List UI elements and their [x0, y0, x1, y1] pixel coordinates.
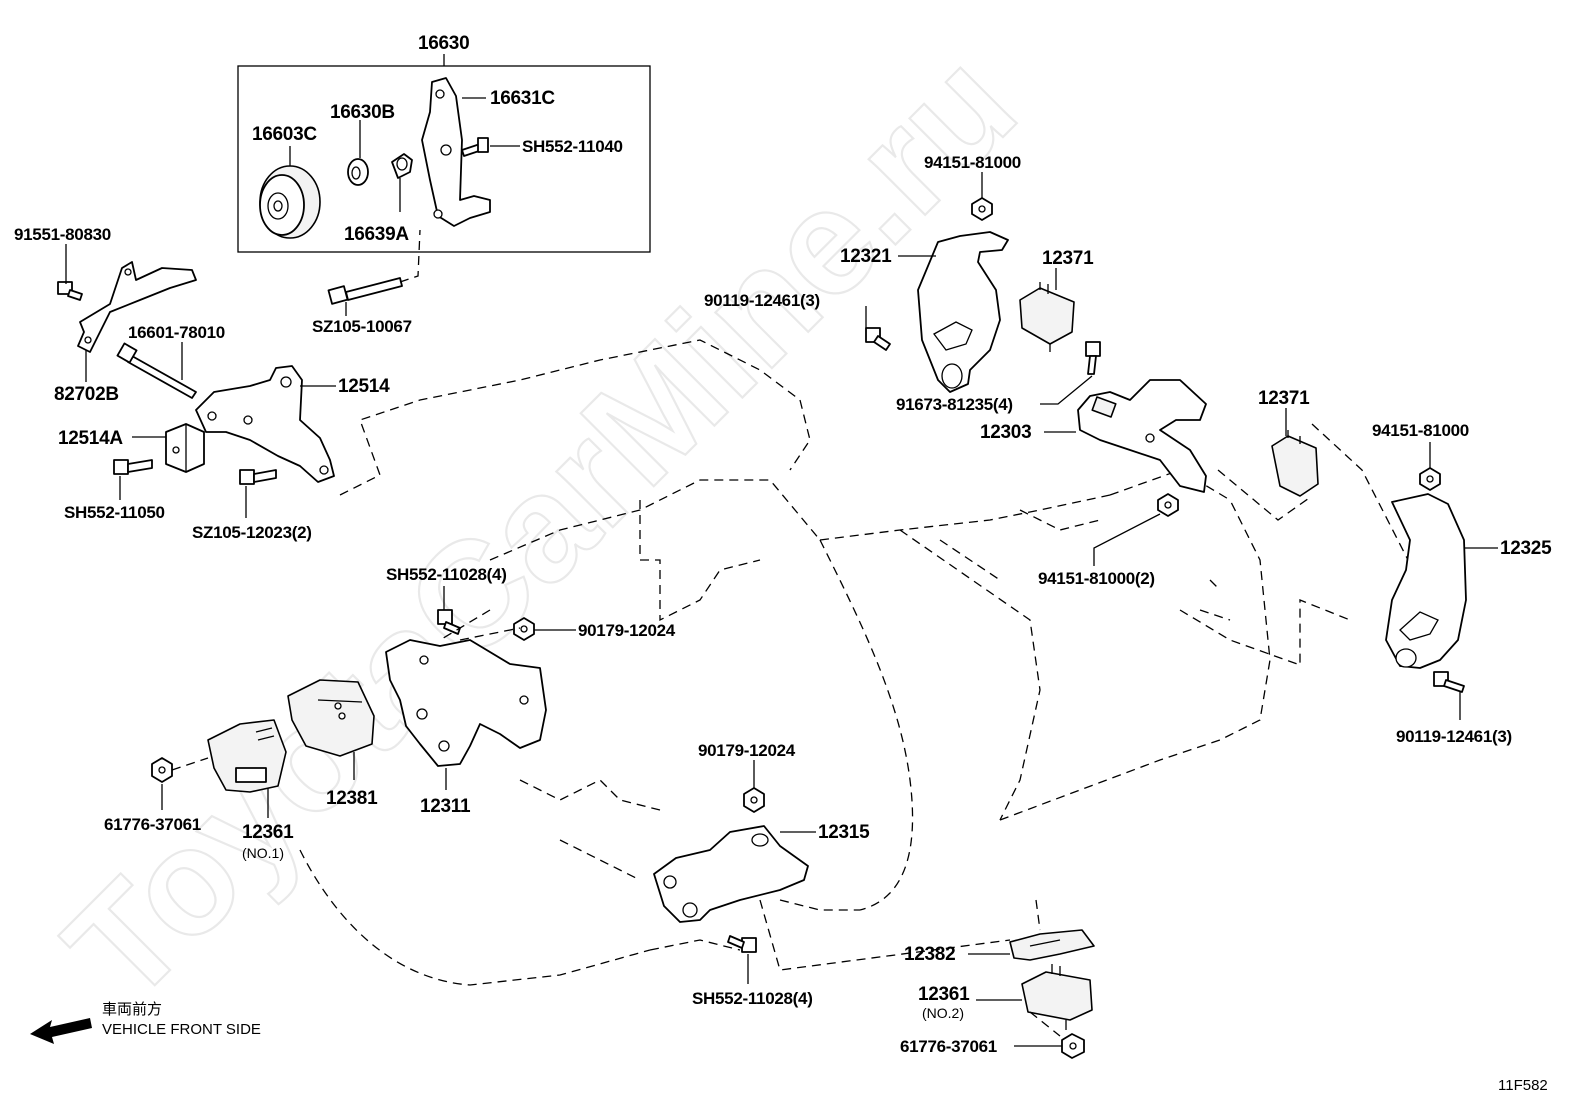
label-12381: 12381 [326, 788, 378, 809]
insulator-12361-no2-icon [1021, 964, 1093, 1030]
label-90119-12461-top: 90119-12461(3) [704, 291, 820, 310]
pulley-16603C-icon [259, 165, 321, 239]
label-12361-no1-sub: (NO.1) [242, 845, 284, 861]
label-91551-80830: 91551-80830 [14, 225, 111, 244]
label-16639A: 16639A [344, 224, 409, 245]
engine-outline [299, 339, 1351, 986]
bracket-12303-icon [1077, 379, 1207, 493]
nut-90179-12024-mid-icon [743, 787, 765, 813]
label-12361-no2: 12361 [918, 984, 970, 1005]
bracket-12325-icon [1385, 493, 1467, 669]
label-61776-37061-left: 61776-37061 [104, 815, 201, 834]
group-16630: 16630 [237, 33, 651, 253]
label-90119-12461-right: 90119-12461(3) [1396, 727, 1512, 746]
bolt-16601-78010-icon [116, 342, 197, 399]
label-SZ105-10067: SZ105-10067 [312, 317, 412, 336]
label-SH552-11040: SH552-11040 [522, 137, 623, 156]
label-16630B: 16630B [330, 102, 395, 123]
vehicle-front-arrow-icon [30, 1018, 92, 1044]
nut-94151-81000-2-icon [1157, 493, 1179, 517]
label-12514: 12514 [338, 376, 390, 397]
bolt-90119-12461-top-icon [865, 327, 891, 351]
bolt-SZ105-10067-icon [327, 229, 421, 305]
label-12311: 12311 [420, 796, 471, 817]
label-SH552-11028-top: SH552-11028(4) [386, 565, 507, 584]
bolt-90119-12461-right-icon [1433, 671, 1465, 693]
figure-code: 11F582 [1498, 1077, 1548, 1094]
label-SZ105-12023: SZ105-12023(2) [192, 523, 312, 542]
washer-16630B-icon [347, 158, 369, 186]
bracket-12514-icon [195, 365, 335, 483]
bracket-12311-icon [385, 639, 547, 767]
collar-16639A-icon [391, 153, 413, 179]
label-94151-81000-2: 94151-81000(2) [1038, 569, 1155, 588]
label-94151-81000-top: 94151-81000 [924, 153, 1021, 172]
label-12303: 12303 [980, 422, 1031, 443]
nut-94151-81000-right-icon [1419, 467, 1441, 491]
label-16603C: 16603C [252, 124, 317, 145]
nut-94151-81000-top-icon [971, 197, 993, 221]
bracket-16631C-icon [421, 77, 491, 227]
label-12321: 12321 [840, 246, 892, 267]
label-12382: 12382 [904, 944, 955, 965]
label-90179-12024-mid: 90179-12024 [698, 741, 796, 760]
nut-61776-37061-left-icon [151, 757, 173, 783]
label-94151-81000-right: 94151-81000 [1372, 421, 1469, 440]
bracket-82702B-icon [77, 261, 197, 353]
watermark: ToyotaCarMine.ru [34, 20, 1047, 1033]
bolt-91551-80830-icon [57, 281, 83, 301]
pad-12381-icon [287, 679, 375, 757]
label-12371-top: 12371 [1042, 248, 1094, 269]
label-12325: 12325 [1500, 538, 1552, 559]
direction-label-en: VEHICLE FRONT SIDE [102, 1021, 261, 1038]
insulator-12371-top-icon [1019, 282, 1075, 352]
bolt-SH552-11050-icon [113, 459, 153, 475]
plate-12382-icon [1009, 929, 1095, 961]
nut-61776-37061-bottom-icon [1061, 1033, 1085, 1059]
label-91673-81235: 91673-81235(4) [896, 395, 1013, 414]
bolt-SH552-11040-icon [461, 137, 489, 157]
label-12371-right: 12371 [1258, 388, 1310, 409]
label-12361-no1: 12361 [242, 822, 294, 843]
nut-90179-12024-left-icon [513, 617, 535, 641]
bolt-SH552-11028-top-icon [437, 609, 461, 635]
label-SH552-11050: SH552-11050 [64, 503, 165, 522]
bracket-12321-icon [917, 231, 1009, 393]
bracket-12315-icon [653, 825, 809, 923]
bolt-SZ105-12023-icon [239, 469, 277, 485]
insulator-12371-right-icon [1271, 430, 1319, 497]
label-82702B: 82702B [54, 384, 119, 405]
label-61776-37061-bottom: 61776-37061 [900, 1037, 997, 1056]
spacer-12514A-icon [165, 423, 205, 473]
label-12315: 12315 [818, 822, 870, 843]
direction-label-jp: 車両前方 [102, 1001, 162, 1018]
insulator-12361-no1-icon [207, 719, 287, 793]
bolt-SH552-11028-bottom-icon [727, 935, 757, 953]
label-12361-no2-sub: (NO.2) [922, 1005, 964, 1021]
label-16601-78010: 16601-78010 [128, 323, 225, 342]
label-12514A: 12514A [58, 428, 123, 449]
group-label-16630: 16630 [418, 33, 469, 54]
label-90179-12024-left: 90179-12024 [578, 621, 676, 640]
label-16631C: 16631C [490, 88, 555, 109]
bolt-91673-81235-icon [1085, 341, 1101, 375]
label-SH552-11028-bottom: SH552-11028(4) [692, 989, 813, 1008]
